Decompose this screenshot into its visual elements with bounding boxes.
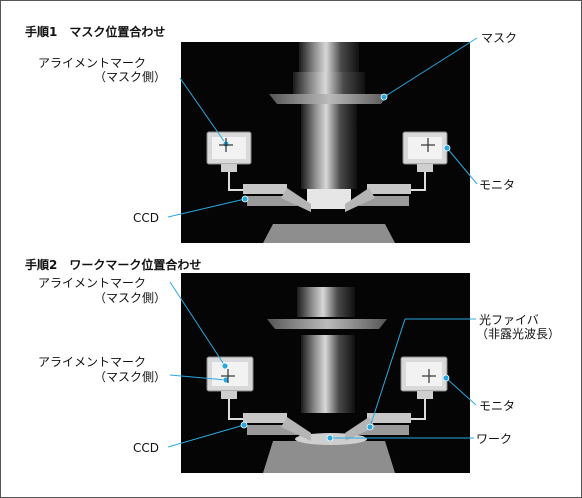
step1-title: 手順1 マスク位置合わせ: [25, 25, 166, 39]
label-monitor: モニタ: [479, 178, 516, 192]
label-optical-fiber-sub: （非露光波長）: [476, 327, 561, 341]
label-ccd: CCD: [133, 211, 159, 225]
label-optical-fiber: 光ファイバ: [479, 313, 539, 327]
step2-title: 手順2 ワークマーク位置合わせ: [25, 258, 202, 272]
right-monitor: [402, 131, 448, 172]
label-alignment-mark-a-sub: （マスク側）: [94, 291, 167, 305]
left-monitor: [206, 131, 252, 172]
label-alignment-mark: アライメントマーク: [38, 56, 147, 70]
label-monitor-2: モニタ: [479, 399, 516, 413]
step1-photo: [181, 42, 470, 243]
left-monitor: [206, 356, 254, 399]
label-alignment-mark-b: アライメントマーク: [38, 355, 147, 369]
label-alignment-mark-b-sub: （マスク側）: [94, 370, 167, 384]
label-ccd-2: CCD: [133, 441, 159, 455]
right-monitor: [400, 356, 448, 399]
label-work: ワーク: [476, 432, 513, 446]
mask-plate: [269, 94, 389, 104]
label-alignment-mark-a: アライメントマーク: [38, 276, 147, 290]
step2-photo: [181, 273, 470, 473]
label-mask: マスク: [481, 31, 518, 45]
label-alignment-mark-sub: （マスク側）: [94, 70, 167, 84]
mask-plate: [267, 319, 387, 329]
